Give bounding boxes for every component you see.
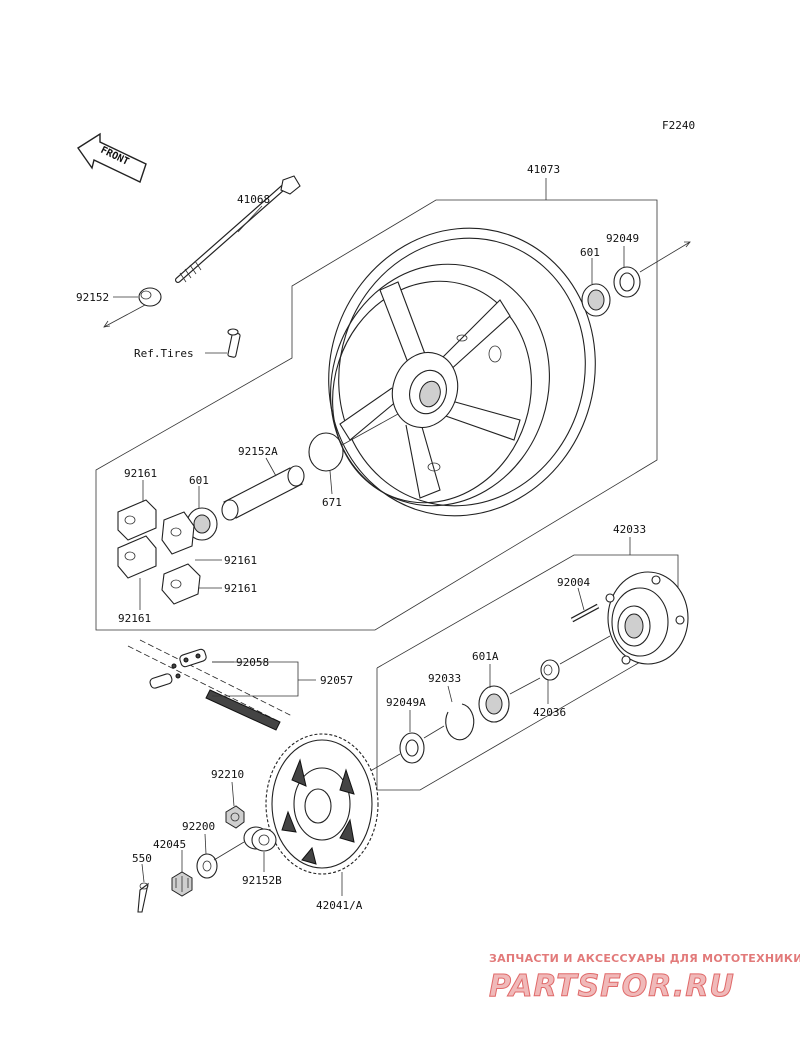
front-arrow-marker: FRONT	[77, 132, 147, 183]
label-92200: 92200	[182, 820, 215, 833]
label-92152A: 92152A	[238, 445, 278, 458]
stud-92004	[570, 603, 600, 623]
label-ref-tires: Ref.Tires	[134, 347, 194, 360]
oil-seal-92049A	[399, 732, 425, 764]
leader-92200	[204, 833, 207, 855]
label-41073: 41073	[527, 163, 560, 176]
leader-550	[141, 863, 145, 883]
dampers-92161	[117, 499, 201, 605]
collar-42036	[540, 659, 560, 681]
label-601-left: 601	[189, 474, 209, 487]
label-92161-b: 92161	[224, 554, 257, 567]
label-42036: 42036	[533, 706, 566, 719]
circlip-92033	[445, 703, 475, 741]
label-671: 671	[322, 496, 342, 509]
chain-joint-92058	[149, 648, 207, 689]
label-42045: 42045	[153, 838, 186, 851]
label-92033: 92033	[428, 672, 461, 685]
label-92161-a: 92161	[124, 467, 157, 480]
spacer-92152	[138, 287, 162, 307]
watermark-tagline: ЗАПЧАСТИ И АКСЕССУАРЫ ДЛЯ МОТОТЕХНИКИ	[489, 952, 800, 965]
collar-92152B	[243, 826, 277, 852]
axis-line-center	[341, 413, 399, 446]
figure-code: F2240	[662, 119, 695, 132]
rear-wheel-rim	[328, 227, 596, 517]
washer-92200	[196, 853, 218, 879]
drive-chain-92057	[127, 639, 293, 731]
bracket-chain	[212, 661, 299, 697]
axis-line-seal	[423, 725, 445, 739]
leader-671	[329, 470, 333, 495]
label-42041A: 42041/A	[316, 899, 363, 912]
label-92058: 92058	[236, 656, 269, 669]
axis-line-right	[639, 241, 691, 273]
axis-line-hub	[559, 635, 611, 665]
axis-line-left	[103, 304, 146, 328]
label-92152: 92152	[76, 291, 109, 304]
bearing-601A	[478, 685, 510, 723]
nut-92210	[225, 805, 245, 829]
label-92049: 92049	[606, 232, 639, 245]
label-92161-d: 92161	[118, 612, 151, 625]
label-41068: 41068	[237, 193, 270, 206]
group-outline-wheel	[95, 199, 658, 631]
tire-valve	[227, 328, 241, 358]
castle-nut-42045	[171, 871, 193, 897]
label-601-top: 601	[580, 246, 600, 259]
sprocket-coupling-42033	[605, 571, 689, 665]
axis-line-washer	[213, 841, 245, 861]
cotter-pin-550	[137, 882, 149, 913]
leader-92033	[447, 685, 453, 703]
label-42033: 42033	[613, 523, 646, 536]
label-92161-c: 92161	[224, 582, 257, 595]
leader-92210	[231, 781, 235, 807]
collar-92152A	[221, 465, 305, 521]
label-92152B: 92152B	[242, 874, 282, 887]
label-92004: 92004	[557, 576, 590, 589]
axle-41068	[175, 175, 301, 283]
bearing-601-top	[581, 283, 611, 317]
watermark-brand: PARTSFOR.RU	[489, 969, 735, 1004]
label-550: 550	[132, 852, 152, 865]
label-92049A: 92049A	[386, 696, 426, 709]
leader-41068	[237, 205, 263, 233]
rear-sprocket-42041A	[265, 733, 379, 875]
label-92057: 92057	[320, 674, 353, 687]
label-92210: 92210	[211, 768, 244, 781]
leader-92152A	[265, 457, 277, 477]
leader-92004	[577, 587, 585, 611]
label-601A: 601A	[472, 650, 499, 663]
oil-seal-92049	[613, 266, 641, 298]
bearing-601-left	[186, 507, 218, 541]
axis-line-hub-2	[509, 677, 541, 695]
o-ring-671	[308, 432, 344, 472]
